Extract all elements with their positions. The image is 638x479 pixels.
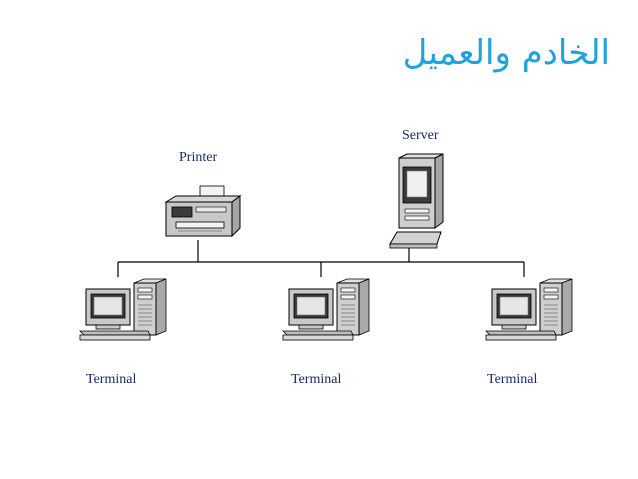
server-label: Server [402,128,439,143]
computer-icon-left [79,278,167,341]
computer-icon-center [282,278,370,341]
computer-icon-right [485,278,573,341]
terminal-label-center: Terminal [291,372,342,387]
page-title: الخادم والعميل [402,33,610,73]
server-icon [389,153,444,249]
terminal-label-left: Terminal [86,372,137,387]
printer-label: Printer [179,150,218,165]
printer-icon [164,185,242,238]
terminal-label-right: Terminal [487,372,538,387]
